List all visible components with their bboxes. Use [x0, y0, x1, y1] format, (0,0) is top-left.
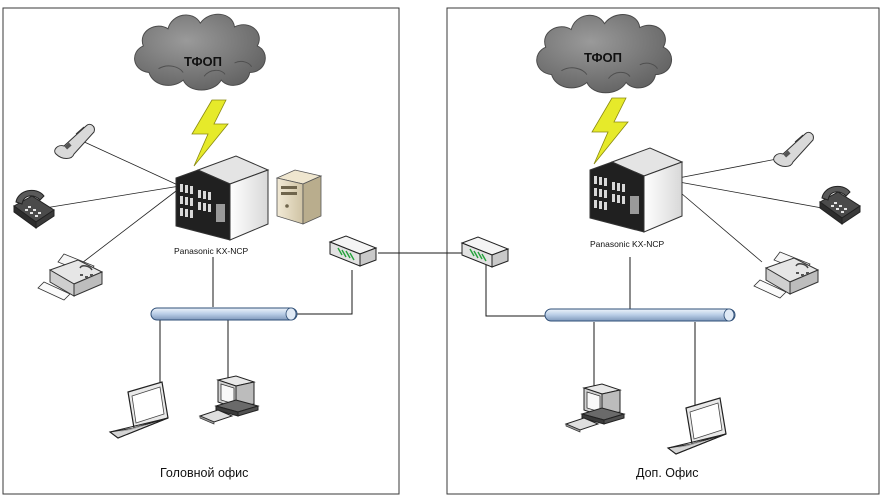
- branch-office-label: Доп. Офис: [636, 466, 699, 480]
- cordless-phone-icon: [773, 131, 814, 167]
- main-router: [329, 235, 377, 267]
- branch-network-bus: [544, 308, 736, 322]
- lightning-icon: [591, 97, 629, 165]
- branch-laptop: [667, 397, 727, 455]
- fax-icon: [753, 251, 819, 299]
- main-office-frame: [2, 7, 400, 495]
- branch-fax: [753, 251, 819, 299]
- branch-pbx-label: Panasonic KX-NCP: [590, 239, 665, 249]
- branch-cordless-phone: [773, 131, 814, 167]
- branch-office-wires: [485, 157, 823, 405]
- main-cloud-label: ТФОП: [184, 54, 222, 69]
- main-fax: [37, 253, 103, 301]
- desk-phone-icon: [819, 185, 861, 225]
- fax-icon: [37, 253, 103, 301]
- branch-cloud-label: ТФОП: [584, 50, 622, 65]
- main-laptop: [109, 381, 169, 439]
- laptop-icon: [667, 397, 727, 455]
- main-cordless-phone: [54, 123, 95, 159]
- desk-phone-icon: [13, 189, 55, 229]
- lightning-icon: [191, 99, 229, 167]
- branch-desk-phone: [819, 185, 861, 225]
- pbx-server-icon: [589, 147, 683, 233]
- router-icon: [461, 236, 509, 268]
- pbx-server-icon: [175, 155, 269, 241]
- branch-pbx: [589, 147, 683, 233]
- router-icon: [329, 235, 377, 267]
- server-tower-icon: [276, 169, 322, 225]
- cloud-icon: [134, 13, 266, 91]
- main-cloud: [134, 13, 266, 91]
- desktop-computer-icon: [199, 375, 259, 425]
- branch-router: [461, 236, 509, 268]
- main-pbx-label: Panasonic KX-NCP: [174, 246, 249, 256]
- branch-lightning: [591, 97, 629, 165]
- main-pbx: [175, 155, 269, 241]
- branch-office-frame: [446, 7, 880, 495]
- branch-desktop: [565, 383, 625, 433]
- main-office-label: Головной офис: [160, 466, 248, 480]
- main-desk-phone: [13, 189, 55, 229]
- main-server-tower: [276, 169, 322, 225]
- desktop-computer-icon: [565, 383, 625, 433]
- main-desktop: [199, 375, 259, 425]
- cordless-phone-icon: [54, 123, 95, 159]
- main-network-bus: [150, 307, 298, 321]
- main-lightning: [191, 99, 229, 167]
- laptop-icon: [109, 381, 169, 439]
